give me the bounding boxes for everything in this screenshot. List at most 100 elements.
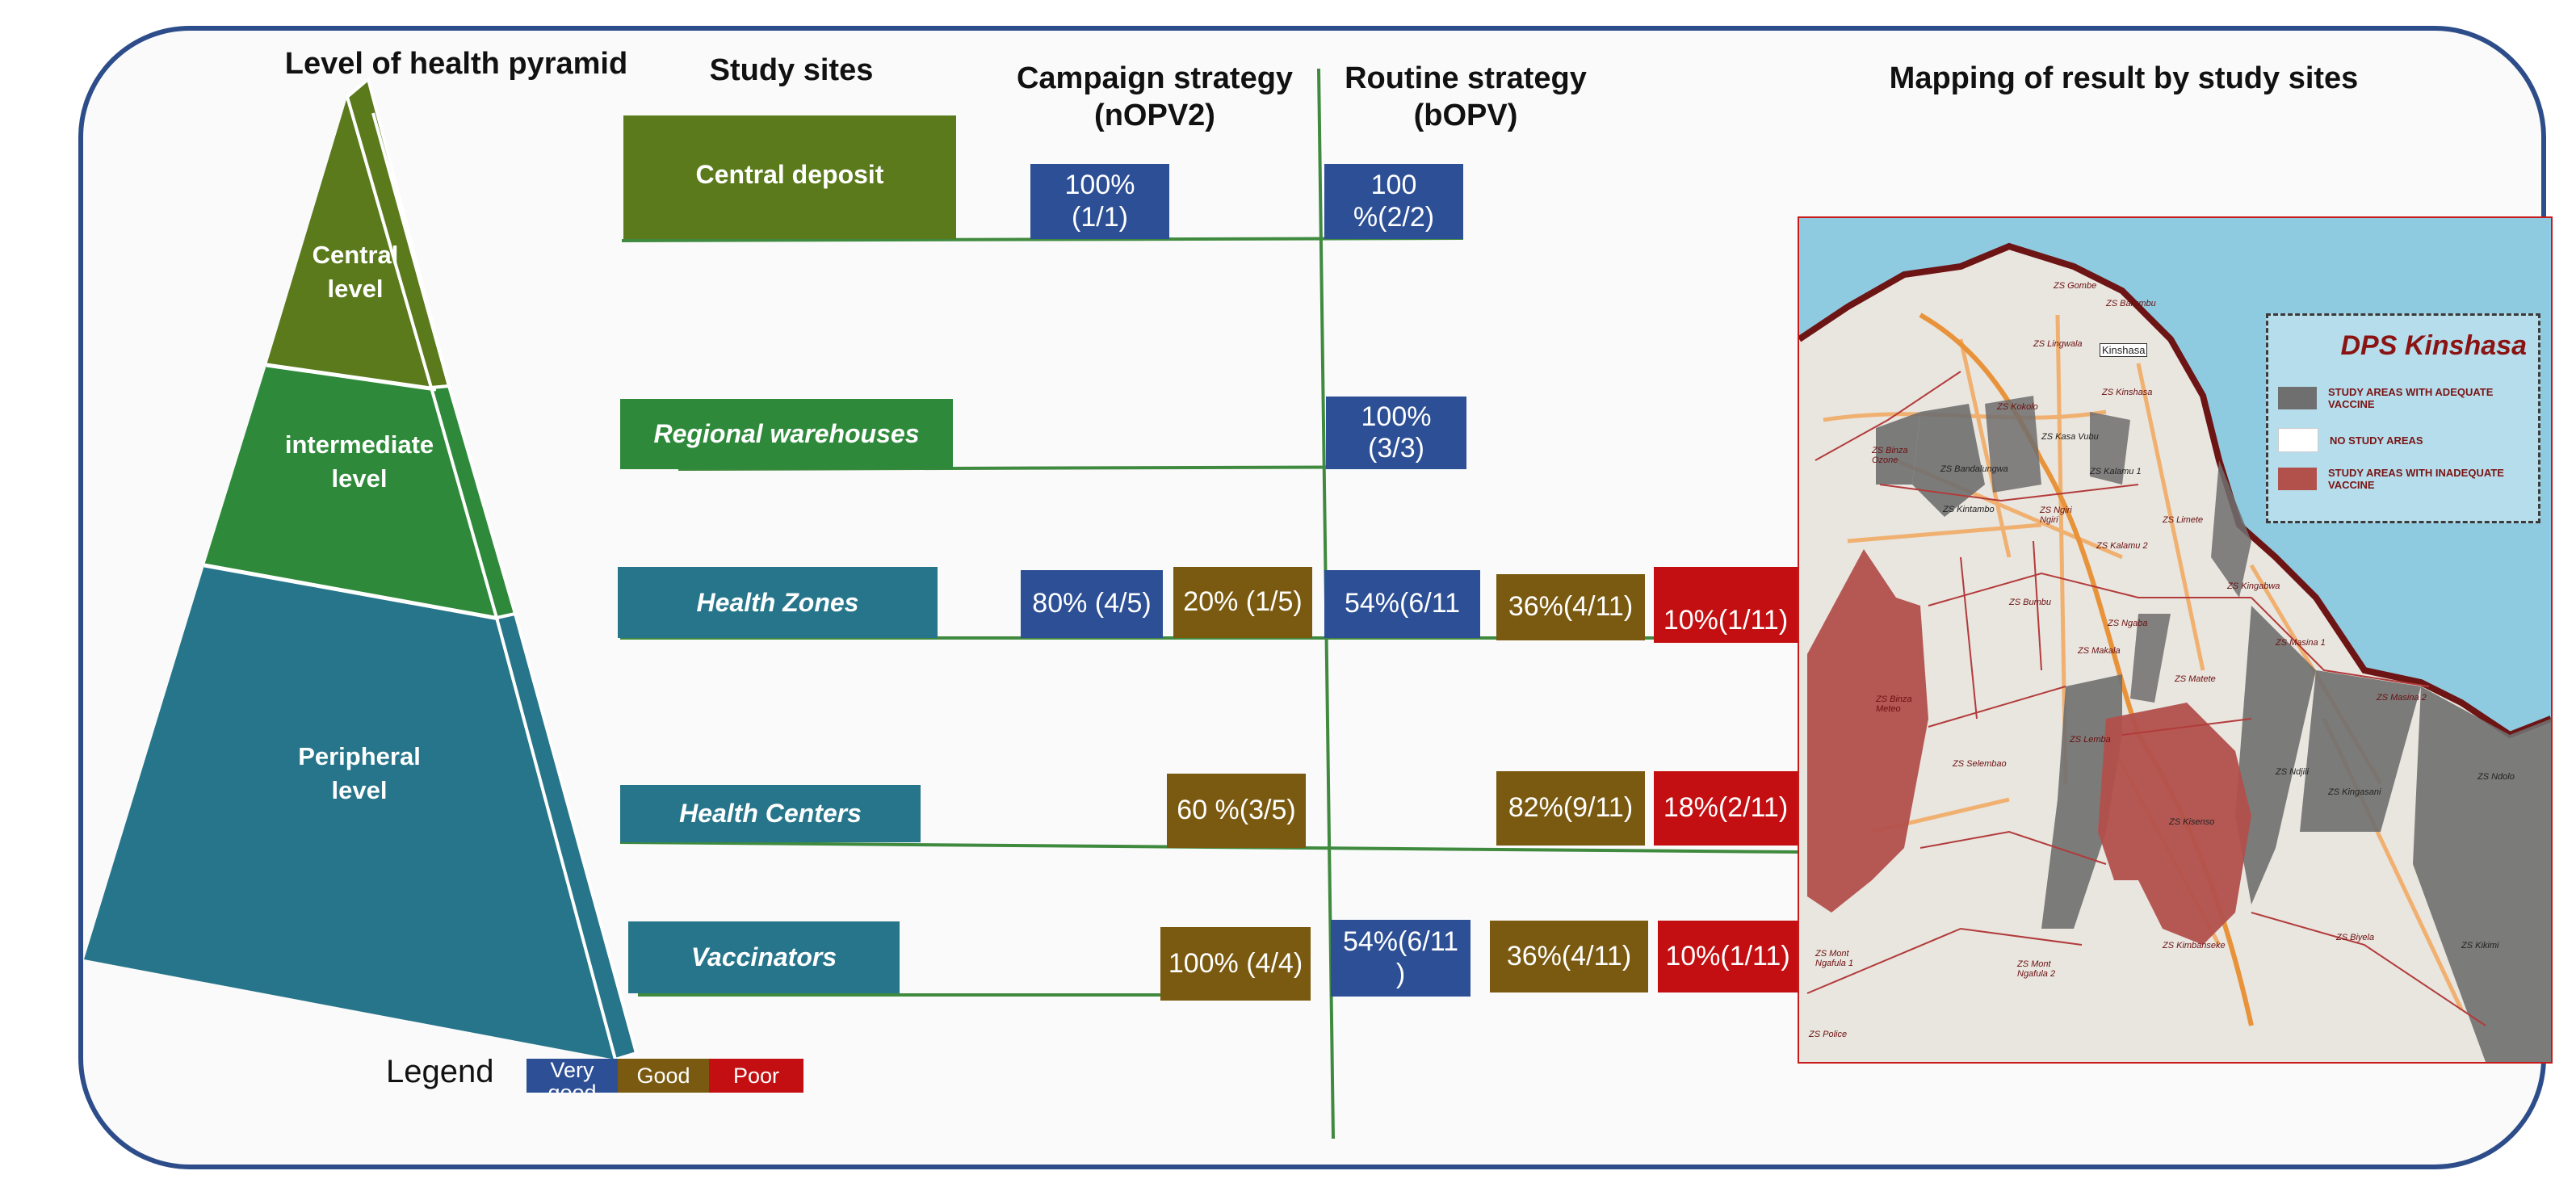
header-pyramid: Level of health pyramid (284, 47, 628, 81)
cell-centers-campaign-good: 60 %(3/5) (1167, 774, 1306, 848)
site-health-centers: Health Centers (620, 785, 921, 842)
map-label-kalamu1: ZS Kalamu 1 (2090, 467, 2142, 476)
map-label-lemba: ZS Lemba (2070, 735, 2111, 745)
map-label-ndolo: ZS Ndolo (2477, 772, 2515, 782)
header-campaign: Campaign strategy (nOPV2) (1016, 61, 1294, 133)
map-label-kimbanseke: ZS Kimbanseke (2163, 941, 2226, 951)
legend-title: Legend (386, 1054, 494, 1089)
cell-vaccinators-routine-very-good: 54%(6/11 ) (1331, 920, 1471, 997)
map-legend-row-adequate: STUDY AREAS WITH ADEQUATE VACCINE (2278, 385, 2536, 411)
map-area-inadequate-kisenso (2098, 703, 2251, 945)
header-study-sites: Study sites (709, 53, 874, 87)
map-legend-row-inadequate: STUDY AREAS WITH INADEQUATE VACCINE (2278, 466, 2536, 492)
map-area-inadequate-binza-meteo (1807, 549, 1928, 913)
cell-zones-campaign-good: 20% (1/5) (1173, 567, 1312, 638)
map-area-adequate-west (1912, 404, 1985, 517)
map-boundaries (1806, 371, 2486, 1026)
map-label-kinshasa-zone: ZS Kinshasa (2102, 388, 2153, 397)
map-label-kokolo: ZS Kokolo (1997, 402, 2038, 412)
map-label-matete: ZS Matete (2175, 674, 2216, 684)
map-legend-swatch-inadequate (2278, 468, 2317, 490)
map-legend: DPS Kinshasa STUDY AREAS WITH ADEQUATE V… (2266, 313, 2540, 523)
cell-centers-routine-poor: 18%(2/11) (1654, 771, 1798, 846)
pyramid-label-intermediate: intermediate level (284, 430, 434, 493)
header-mapping: Mapping of result by study sites (1889, 61, 2359, 95)
map-label-selembao: ZS Selembao (1953, 759, 2007, 769)
map-area-adequate-east (2235, 606, 2316, 904)
legend-poor: Poor (709, 1059, 803, 1093)
legend-very-good: Very good (527, 1059, 618, 1093)
map-label-kinshasa-city: Kinshasa (2100, 343, 2148, 357)
map-label-barumbu: ZS Barumbu (2106, 299, 2156, 308)
pyramid-divider-lower (203, 563, 500, 621)
cell-zones-routine-poor: 10%(1/11) (1654, 567, 1798, 643)
map-area-adequate-kintambo (1876, 412, 1920, 485)
map-label-ngiri-ngiri: ZS Ngiri Ngiri (2040, 506, 2072, 525)
pyramid-edge-highlight (371, 112, 451, 387)
map-label-kintambo: ZS Kintambo (1943, 505, 1995, 514)
map-label-kisenso: ZS Kisenso (2169, 817, 2215, 827)
map-label-masina2: ZS Masina 2 (2377, 693, 2427, 703)
site-central-deposit: Central deposit (623, 115, 956, 239)
site-health-zones: Health Zones (618, 567, 938, 638)
map-legend-row-none: NO STUDY AREAS (2278, 427, 2536, 453)
map-label-masina1: ZS Masina 1 (2276, 638, 2326, 648)
legend-good: Good (618, 1059, 709, 1093)
map-graphics (1799, 218, 2551, 1062)
cell-vaccinators-campaign-good: 100% (4/4) (1160, 927, 1311, 1001)
map-legend-swatch-none (2278, 428, 2318, 452)
pyramid-label-central: Central level (312, 241, 399, 303)
map-legend-title: DPS Kinshasa (2340, 330, 2527, 361)
cell-centers-routine-good: 82%(9/11) (1496, 771, 1645, 846)
map-label-mont-ngafula1: ZS Mont Ngafula 1 (1815, 949, 1854, 968)
cell-central-campaign-very-good: 100% (1/1) (1030, 164, 1169, 239)
map-area-adequate-kalamu (2090, 412, 2130, 485)
map-label-binza-ozone: ZS Binza Ozone (1872, 446, 1908, 465)
map-label-mont-ngafula2: ZS Mont Ngafula 2 (2017, 959, 2056, 979)
pyramid-divider-upper (266, 363, 437, 392)
pyramid-label-peripheral: Peripheral level (298, 742, 421, 804)
map-legend-label-none: NO STUDY AREAS (2330, 434, 2423, 447)
cell-central-routine-very-good: 100 %(2/2) (1324, 164, 1463, 239)
cell-vaccinators-routine-poor: 10%(1/11) (1658, 921, 1798, 992)
baseline-central (621, 237, 1464, 242)
map-legend-swatch-adequate (2278, 387, 2317, 409)
header-routine: Routine strategy (bOPV) (1345, 61, 1587, 133)
pyramid-peripheral-front (84, 565, 615, 1060)
cell-zones-routine-very-good: 54%(6/11 (1324, 570, 1480, 638)
cell-zones-routine-good: 36%(4/11) (1496, 574, 1645, 640)
map-area-adequate-lemba (2041, 674, 2122, 929)
map-area-adequate-kingasani (2300, 670, 2421, 832)
map-area-adequate-kingabwa (2211, 460, 2251, 598)
map-label-bumbu: ZS Bumbu (2009, 598, 2051, 607)
map-label-kalamu2: ZS Kalamu 2 (2096, 541, 2148, 551)
map-area-adequate-kikimi (2413, 686, 2551, 1062)
map-label-police: ZS Police (1809, 1030, 1848, 1039)
map-river (1799, 218, 2551, 735)
map-label-kingasani: ZS Kingasani (2328, 787, 2381, 797)
pyramid-central-front (266, 97, 431, 388)
map-label-ngaba: ZS Ngaba (2108, 619, 2148, 628)
site-vaccinators: Vaccinators (628, 921, 900, 993)
cell-vaccinators-routine-good: 36%(4/11) (1490, 921, 1648, 992)
kinshasa-map: ZS Gombe ZS Barumbu ZS Lingwala Kinshasa… (1798, 216, 2553, 1064)
map-label-limete: ZS Limete (2163, 515, 2204, 525)
map-label-lingwala: ZS Lingwala (2033, 339, 2083, 349)
map-legend-label-inadequate: STUDY AREAS WITH INADEQUATE VACCINE (2328, 467, 2504, 491)
map-label-binza-meteo: ZS Binza Meteo (1876, 695, 1912, 714)
map-label-kasa-vubu: ZS Kasa Vubu (2041, 432, 2099, 442)
map-label-biyela: ZS Biyela (2336, 933, 2375, 942)
map-area-adequate-ngaba (2130, 614, 2171, 703)
map-legend-label-adequate: STUDY AREAS WITH ADEQUATE VACCINE (2328, 386, 2494, 410)
cell-regional-routine-very-good: 100% (3/3) (1326, 397, 1466, 469)
map-label-ndjili: ZS Ndjili (2276, 767, 2309, 777)
site-regional-warehouses: Regional warehouses (620, 399, 953, 469)
map-area-adequate-central (1985, 396, 2041, 493)
pyramid-peripheral-side (494, 611, 639, 1062)
map-label-gombe: ZS Gombe (2054, 281, 2097, 291)
map-label-bandalungwa: ZS Bandalungwa (1940, 464, 2008, 474)
map-label-kingabwa: ZS Kingabwa (2227, 581, 2280, 591)
map-label-kikimi: ZS Kikimi (2461, 941, 2499, 951)
cell-zones-campaign-very-good: 80% (4/5) (1021, 570, 1163, 638)
